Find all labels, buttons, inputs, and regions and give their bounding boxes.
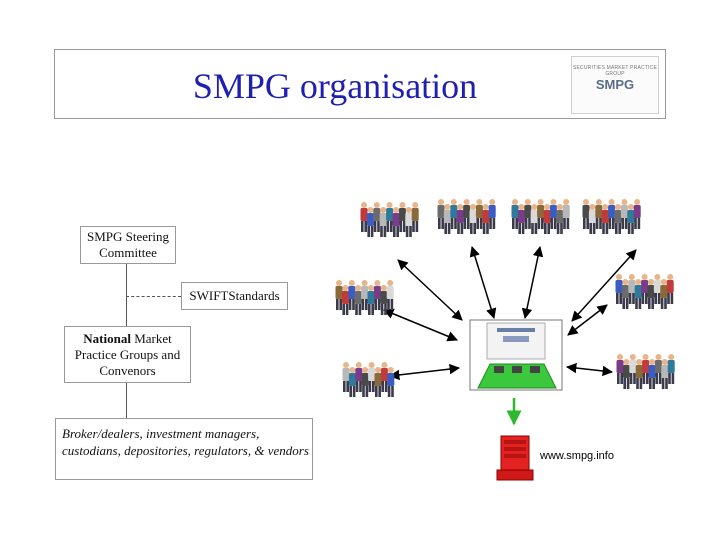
people-group-icon: [615, 274, 674, 309]
arrow-group-5: [383, 308, 458, 342]
arrow-group-2: [469, 245, 497, 320]
participants-label: Broker/dealers, investment managers, cus…: [62, 426, 309, 458]
website-link[interactable]: www.smpg.info: [540, 450, 614, 462]
arrow-group-8: [565, 362, 614, 377]
connector-groups-to-participants: [126, 383, 127, 418]
arrows: [383, 245, 637, 381]
meeting-scene: [469, 319, 563, 391]
arrow-group-6: [567, 304, 608, 336]
people-group-icon: [360, 202, 419, 237]
people-group-icon: [511, 199, 570, 234]
connector-committee-to-groups: [126, 264, 127, 326]
national-groups-label-bold: National: [83, 331, 131, 346]
arrow-group-1: [397, 259, 463, 321]
people-group-icon: [342, 362, 395, 397]
people-group-icon: [616, 354, 675, 389]
steering-committee-label: SMPG Steering Committee: [87, 229, 169, 260]
logo-caption: SECURITIES MARKET PRACTICE GROUP: [572, 65, 657, 77]
people-group-icon: [582, 199, 641, 234]
steering-committee-box: SMPG Steering Committee: [80, 226, 176, 264]
smpg-logo: SECURITIES MARKET PRACTICE GROUP SMPG: [571, 56, 659, 114]
arrow-group-7: [388, 363, 461, 381]
server-icon: [496, 435, 534, 481]
page-title: SMPG organisation: [192, 66, 478, 106]
swift-standards-label: SWIFTStandards: [189, 288, 280, 303]
participants-box: Broker/dealers, investment managers, cus…: [55, 418, 313, 480]
arrow-group-3: [521, 245, 544, 320]
connector-to-swift: [126, 296, 181, 297]
swift-standards-box: SWIFTStandards: [181, 282, 288, 310]
people-group-icon: [437, 199, 496, 234]
national-groups-box: National Market Practice Groups and Conv…: [64, 326, 191, 383]
logo-text: SMPG: [595, 77, 635, 92]
national-groups-label: Market Practice Groups and Convenors: [74, 331, 181, 378]
people-group-icon: [335, 280, 394, 315]
title-box: SMPG organisation SECURITIES MARKET PRAC…: [54, 49, 666, 119]
